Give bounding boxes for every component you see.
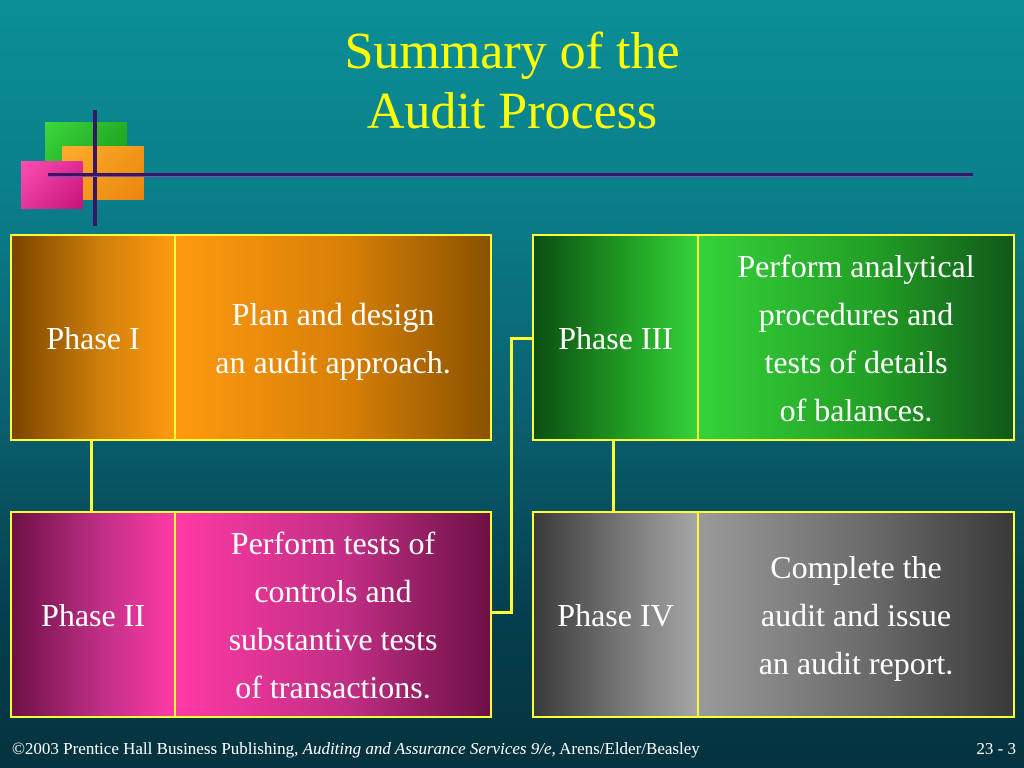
connector-phase3-to-phase4	[612, 441, 615, 511]
phase-4-label: Phase IV	[534, 513, 699, 716]
phase-1-description: Plan and design an audit approach.	[176, 236, 490, 439]
connector-phase2-out	[492, 611, 512, 614]
title-underline	[48, 173, 973, 177]
logo-vertical-line	[93, 110, 97, 226]
phase-1-box: Phase I Plan and design an audit approac…	[10, 234, 492, 441]
page-number: 23 - 3	[976, 739, 1016, 758]
footer-book-title: Auditing and Assurance Services 9/e,	[302, 739, 556, 758]
phase-3-label: Phase III	[534, 236, 699, 439]
connector-phase1-to-phase2	[90, 441, 93, 511]
footer-authors: Arens/Elder/Beasley	[555, 739, 700, 758]
phase-4-box: Phase IV Complete the audit and issue an…	[532, 511, 1015, 718]
phase-2-label: Phase II	[12, 513, 176, 716]
phase-1-label: Phase I	[12, 236, 176, 439]
footer-citation: ©2003 Prentice Hall Business Publishing,…	[12, 738, 700, 760]
phase-3-description: Perform analytical procedures and tests …	[699, 236, 1013, 439]
phase-2-description: Perform tests of controls and substantiv…	[176, 513, 490, 716]
connector-phase3-in	[510, 337, 532, 340]
slide-title: Summary of the Audit Process	[0, 22, 1024, 142]
connector-phase2-to-phase3-vertical	[510, 337, 513, 614]
phase-2-box: Phase II Perform tests of controls and s…	[10, 511, 492, 718]
title-line-1: Summary of the	[344, 23, 680, 80]
logo-pink-square	[21, 161, 83, 209]
footer-copyright: ©2003 Prentice Hall Business Publishing,	[12, 739, 303, 758]
phase-3-box: Phase III Perform analytical procedures …	[532, 234, 1015, 441]
title-line-2: Audit Process	[366, 83, 658, 140]
phase-4-description: Complete the audit and issue an audit re…	[699, 513, 1013, 716]
